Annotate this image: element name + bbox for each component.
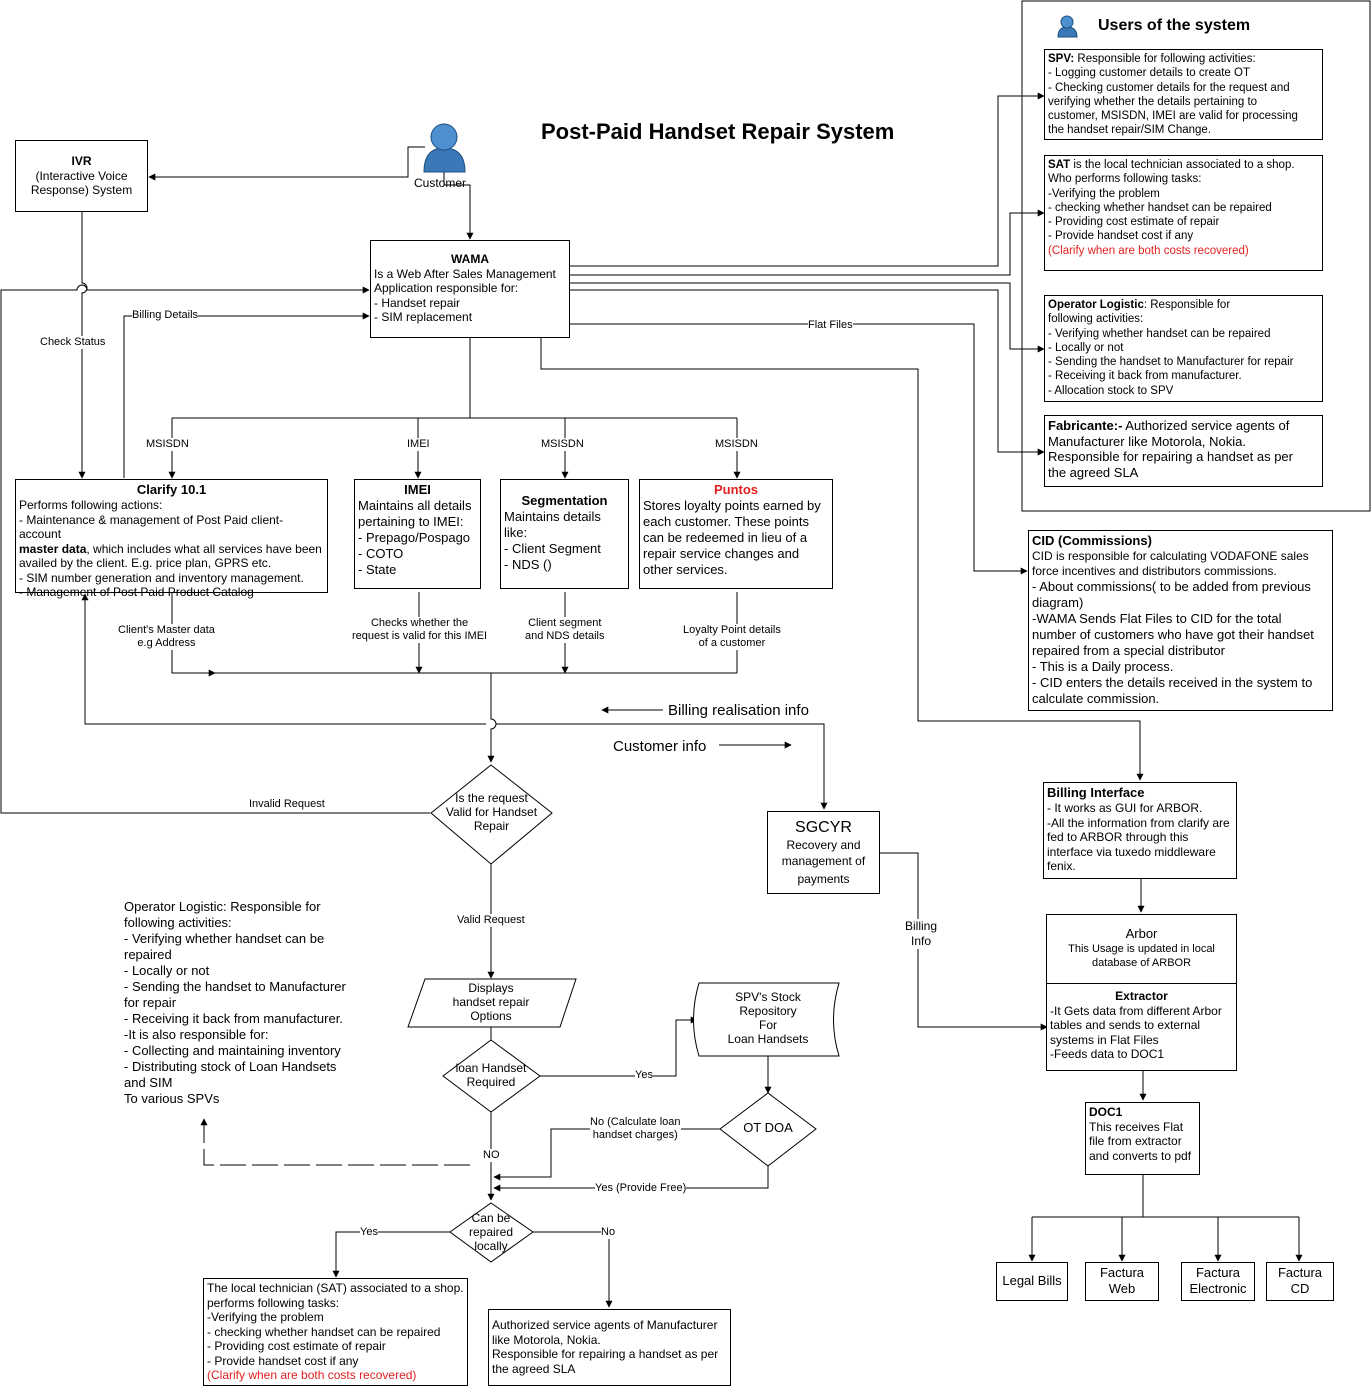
label-master-data: Client's Master data e.g Address <box>118 624 215 650</box>
label-flat-files: Flat Files <box>808 319 853 332</box>
cid-box: CID (Commissions) CID is responsible for… <box>1028 530 1333 711</box>
label-segment-nds: Client segment and NDS details <box>525 617 605 643</box>
clarify-head: Clarify 10.1 <box>136 482 207 497</box>
stock-repository-shape <box>693 982 840 1057</box>
label-msisdn-puntos: MSISDN <box>715 438 758 451</box>
imei-head: IMEI <box>404 482 431 497</box>
label-yes-local: Yes <box>360 1226 378 1239</box>
arbor-head: Arbor <box>1125 926 1158 941</box>
segmentation-box: Segmentation Maintains details like: - C… <box>500 479 629 589</box>
wama-head: WAMA <box>451 252 489 266</box>
factura-web-box: Factura Web <box>1085 1262 1159 1301</box>
decision-ot-doa <box>719 1092 817 1167</box>
label-customer-info: Customer info <box>613 738 707 755</box>
fabricante-head: Fabricante:- <box>1048 418 1123 433</box>
label-no-calculate: No (Calculate loan handset charges) <box>590 1116 681 1142</box>
label-billing-realisation: Billing realisation info <box>668 702 809 719</box>
label-yes-free: Yes (Provide Free) <box>595 1182 687 1195</box>
decision-valid-request <box>430 764 553 865</box>
sat-bottom-note: (Clarify when are both costs recovered) <box>207 1368 417 1382</box>
extractor-head: Extractor <box>1115 989 1168 1003</box>
billing-interface-box: Billing Interface - It works as GUI for … <box>1043 782 1237 879</box>
operator-logistic-box: Operator Logistic: Responsible for follo… <box>1044 295 1323 402</box>
puntos-head: Puntos <box>713 482 759 497</box>
extractor-box: Extractor -It Gets data from different A… <box>1046 983 1237 1071</box>
fabricante-box: Fabricante:- Authorized service agents o… <box>1044 415 1323 487</box>
billing-interface-head: Billing Interface <box>1047 785 1145 800</box>
factura-cd-box: Factura CD <box>1266 1262 1334 1301</box>
label-checks-imei: Checks whether the request is valid for … <box>352 617 488 643</box>
doc1-box: DOC1 This receives Flat file from extrac… <box>1085 1102 1200 1175</box>
ot-doa-question: OT DOA <box>743 1120 793 1135</box>
users-panel-title: Users of the system <box>1098 17 1251 34</box>
ivr-box: IVR (Interactive Voice Response) System <box>15 140 148 212</box>
customer-label: Customer <box>414 176 467 190</box>
label-check-status: Check Status <box>40 336 106 349</box>
segmentation-head: Segmentation <box>521 493 608 508</box>
operator-logistic-note: Operator Logistic: Responsible for follo… <box>124 899 346 1106</box>
label-valid-request: Valid Request <box>457 914 525 927</box>
label-loyalty: Loyalty Point details of a customer <box>683 624 781 650</box>
loan-required-question: loan Handset Required <box>455 1061 527 1089</box>
label-imei: IMEI <box>407 438 430 451</box>
arbor-box: Arbor This Usage is updated in local dat… <box>1046 914 1237 984</box>
label-yes-loan: Yes <box>635 1069 653 1082</box>
imei-box: IMEI Maintains all details pertaining to… <box>354 479 481 589</box>
label-no-local: No <box>601 1226 616 1239</box>
valid-request-question: Is the request Valid for Handset Repair <box>445 791 538 833</box>
decision-loan-required <box>442 1039 541 1113</box>
label-billing-info: Billing Info <box>905 919 938 949</box>
customer-icon <box>423 123 466 173</box>
spv-box: SPV: Responsible for following activitie… <box>1044 49 1323 140</box>
diagram-title: Post-Paid Handset Repair System <box>541 119 895 144</box>
users-panel-frame <box>1021 0 1371 512</box>
user-icon <box>1057 15 1078 38</box>
label-msisdn-clarify: MSISDN <box>146 438 189 451</box>
agents-bottom-box: Authorized service agents of Manufacture… <box>488 1309 731 1386</box>
doc1-head: DOC1 <box>1089 1105 1123 1119</box>
clarify-box: Clarify 10.1 Performs following actions:… <box>15 479 328 599</box>
sgcyr-head: SGCYR <box>795 819 852 836</box>
sat-head: SAT <box>1048 159 1071 171</box>
sat-bottom-box: The local technician (SAT) associated to… <box>203 1278 468 1386</box>
label-billing-details: Billing Details <box>132 309 199 322</box>
label-no-loan: NO <box>483 1149 500 1162</box>
decision-repaired-locally <box>449 1202 534 1263</box>
cid-head: CID (Commissions) <box>1032 533 1152 548</box>
ivr-head: IVR <box>71 154 92 168</box>
sat-box: SAT is the local technician associated t… <box>1044 155 1323 271</box>
operator-logistic-head: Operator Logistic <box>1048 299 1144 311</box>
displays-text: Displays handset repair Options <box>452 981 530 1023</box>
puntos-box: Puntos Stores loyalty points earned by e… <box>639 479 833 589</box>
label-msisdn-segmentation: MSISDN <box>541 438 584 451</box>
spv-head: SPV: <box>1048 53 1075 65</box>
sgcyr-box: SGCYR Recovery and management of payment… <box>767 811 880 894</box>
sat-note: (Clarify when are both costs recovered) <box>1048 244 1249 257</box>
wama-box: WAMA Is a Web After Sales Management App… <box>370 240 570 338</box>
stock-repository-text: SPV's Stock Repository For Loan Handsets <box>727 990 809 1046</box>
displays-parallelogram <box>407 978 577 1028</box>
label-invalid-request: Invalid Request <box>249 798 325 811</box>
legal-bills-box: Legal Bills <box>996 1262 1068 1301</box>
factura-electronic-box: Factura Electronic <box>1181 1262 1255 1301</box>
repaired-locally-question: Can be repaired locally <box>468 1211 514 1253</box>
